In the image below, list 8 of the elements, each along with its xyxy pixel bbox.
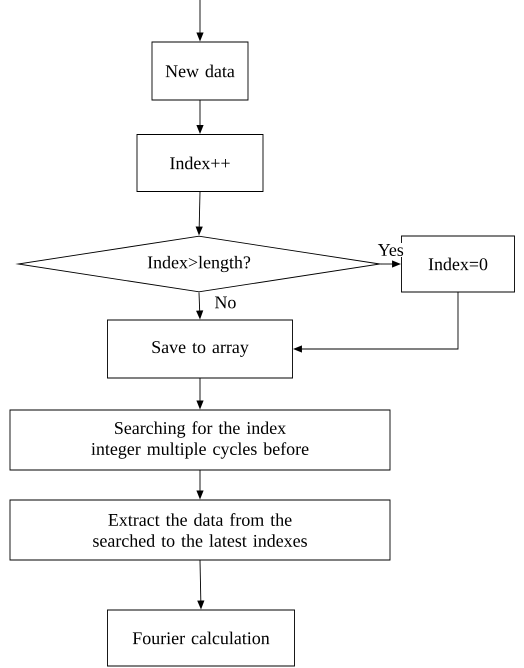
- process-box: New data: [152, 42, 248, 100]
- process-box: Save to array: [107, 320, 293, 378]
- process-box: Fourier calculation: [107, 610, 295, 666]
- process-box: Index++: [136, 134, 264, 192]
- edge-label: Yes: [376, 243, 405, 257]
- edge-label: No: [213, 296, 238, 310]
- process-box: Extract the data from the searched to the latest indexes: [10, 500, 390, 560]
- process-box: Searching for the index integer multiple cycles before: [10, 410, 390, 470]
